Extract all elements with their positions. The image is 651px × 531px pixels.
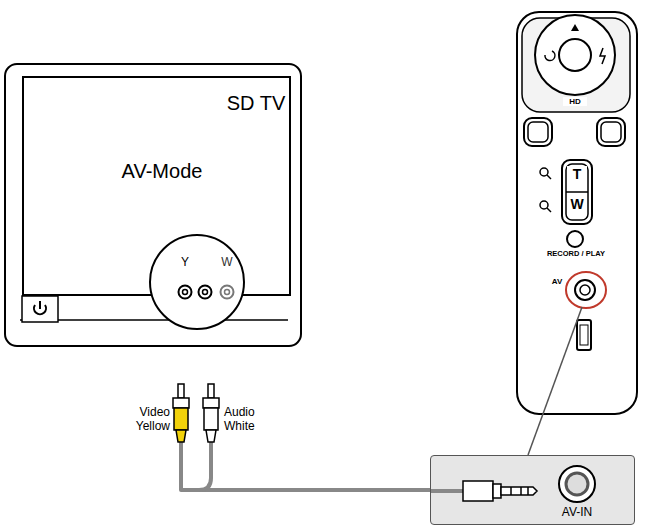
node-text: SD TV bbox=[227, 92, 286, 115]
power-symbol bbox=[34, 301, 46, 314]
rca-jacks bbox=[151, 236, 243, 328]
highlight-ring bbox=[566, 272, 606, 308]
node-text: Y bbox=[181, 256, 189, 270]
camcorder bbox=[517, 12, 637, 414]
power-panel bbox=[22, 296, 58, 322]
node-text: W bbox=[221, 256, 232, 270]
av-in-inset: AV-IN bbox=[430, 455, 635, 525]
jack-plug-detail bbox=[431, 456, 633, 523]
jack-panel: YW bbox=[149, 234, 245, 330]
button-label: RECORD / PLAY bbox=[521, 250, 631, 259]
cable-label: Video Yellow bbox=[124, 406, 170, 434]
jack-label: AV bbox=[549, 277, 565, 286]
zoom-label: W bbox=[567, 196, 587, 212]
tv-housing bbox=[5, 64, 301, 346]
av-cable bbox=[181, 440, 432, 490]
leader-line bbox=[528, 307, 582, 455]
node-text: AV-Mode bbox=[122, 160, 203, 183]
tv-base-line bbox=[20, 319, 288, 321]
node-text: AV-IN bbox=[562, 506, 592, 520]
video-plug bbox=[173, 384, 189, 442]
audio-plug bbox=[203, 384, 219, 442]
button-label: HD bbox=[563, 97, 587, 106]
cable-label: Audio White bbox=[224, 406, 268, 434]
zoom-label: T bbox=[567, 166, 587, 182]
